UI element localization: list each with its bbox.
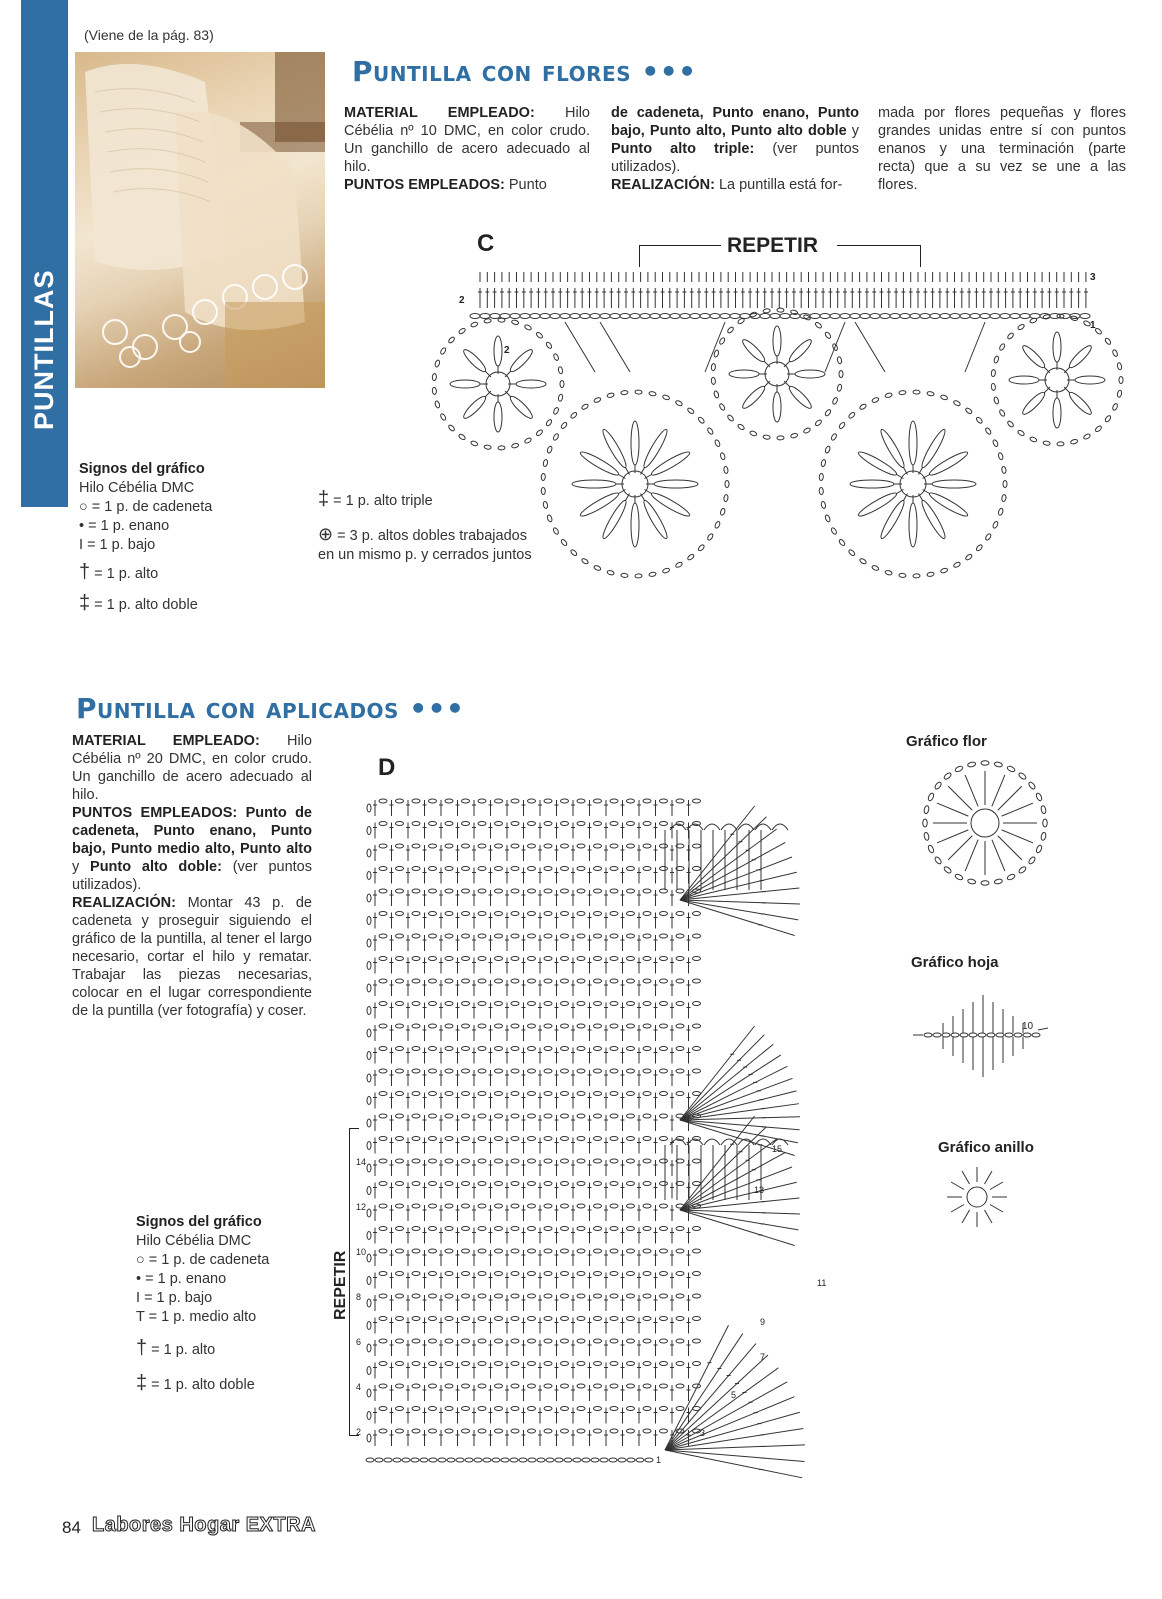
row-number: 5 xyxy=(731,1390,736,1400)
chain-symbol-icon: ○ xyxy=(79,499,88,515)
page-number: 84 xyxy=(62,1518,81,1538)
grafico-flor-title: Gráfico flor xyxy=(906,733,987,750)
row-number: 7 xyxy=(760,1352,765,1362)
legend-item: ○ = 1 p. de cadeneta xyxy=(79,498,319,517)
row-number: 12 xyxy=(356,1202,366,1212)
flores-column-1: MATERIAL EMPLEADO: Hilo Cébélia nº 10 DM… xyxy=(344,104,590,194)
legend-item: ‡ = 1 p. alto doble xyxy=(136,1374,336,1395)
grafico-anillo-title: Gráfico anillo xyxy=(938,1139,1034,1156)
row-number: 10 xyxy=(356,1247,366,1257)
legend-aplicados: Signos del gráfico Hilo Cébélia DMC ○ = … xyxy=(136,1213,336,1395)
row-number: 3 xyxy=(700,1428,705,1438)
row-number: 2 xyxy=(459,295,465,306)
slip-stitch-symbol-icon: • xyxy=(79,518,84,534)
row-number: 1 xyxy=(656,1455,661,1465)
legend-subtitle: Hilo Cébélia DMC xyxy=(79,479,319,498)
magazine-logo: Labores Hogar EXTRA xyxy=(92,1514,316,1537)
repeat-label-c: REPETIR xyxy=(727,234,818,258)
puntos-label: PUNTOS EMPLEADOS: xyxy=(344,177,505,193)
grafico-hoja-title: Gráfico hoja xyxy=(911,954,999,971)
legend-item: † = 1 p. alto xyxy=(79,563,319,584)
row-number: 3 xyxy=(1090,272,1096,283)
row-number: 9 xyxy=(760,1317,765,1327)
grafico-anillo-chart xyxy=(940,1160,1015,1235)
row-number: 11 xyxy=(817,1278,826,1288)
legend-flores-2: ‡ = 1 p. alto triple ⊕ = 3 p. altos dobl… xyxy=(318,462,540,565)
diagram-d-chart xyxy=(345,790,825,1480)
legend-title: Signos del gráfico xyxy=(79,460,319,479)
sidebar-label: PUNTILLAS xyxy=(21,230,68,470)
row-number: 1 xyxy=(1090,320,1096,331)
legend-item: † = 1 p. alto xyxy=(136,1339,336,1360)
diagram-c-label: C xyxy=(477,230,494,258)
section-title-flores: Puntilla con flores ••• xyxy=(352,55,697,88)
legend-item: ‡ = 1 p. alto doble xyxy=(79,594,319,615)
aplicados-text: MATERIAL EMPLEADO: Hilo Cébélia nº 20 DM… xyxy=(72,732,312,1020)
row-number: 2 xyxy=(504,345,510,356)
half-double-symbol-icon: T xyxy=(136,1309,145,1325)
realizacion-label: REALIZACIÓN: xyxy=(611,177,715,193)
diagram-c-chart xyxy=(425,262,1125,632)
row-number: 4 xyxy=(356,1382,361,1392)
legend-item: I = 1 p. bajo xyxy=(136,1289,336,1308)
legend-item: ‡ = 1 p. alto triple xyxy=(318,490,540,511)
row-number: 6 xyxy=(356,1337,361,1347)
slip-stitch-symbol-icon: • xyxy=(136,1271,141,1287)
single-crochet-symbol-icon: I xyxy=(136,1290,140,1306)
row-number: 2 xyxy=(356,1427,361,1437)
legend-item: • = 1 p. enano xyxy=(79,517,319,536)
legend-item: I = 1 p. bajo xyxy=(79,536,319,555)
legend-item: • = 1 p. enano xyxy=(136,1270,336,1289)
flores-column-2: de cadeneta, Punto enano, Punto bajo, Pu… xyxy=(611,104,859,194)
treble-symbol-icon: ‡ xyxy=(136,1372,147,1394)
grafico-hoja-chart xyxy=(908,980,1058,1095)
row-number: 13 xyxy=(754,1185,764,1195)
row-number: 14 xyxy=(356,1157,366,1167)
section-title-aplicados: Puntilla con aplicados ••• xyxy=(76,692,464,725)
flores-column-3: mada por flores pequeñas y flores grande… xyxy=(878,104,1126,194)
treble-symbol-icon: ‡ xyxy=(79,592,90,614)
triple-treble-symbol-icon: ‡ xyxy=(318,488,329,510)
legend-item: ○ = 1 p. de cadeneta xyxy=(136,1251,336,1270)
legend-item: T = 1 p. medio alto xyxy=(136,1308,336,1327)
diagram-d-label: D xyxy=(378,754,395,782)
double-crochet-symbol-icon: † xyxy=(79,561,90,583)
hoja-row-number: 10 xyxy=(1022,1021,1033,1032)
legend-item: ⊕ = 3 p. altos dobles trabajados en un m… xyxy=(318,525,540,565)
legend-flores: Signos del gráfico Hilo Cébélia DMC ○ = … xyxy=(79,460,319,615)
cluster-symbol-icon: ⊕ xyxy=(318,524,333,544)
single-crochet-symbol-icon: I xyxy=(79,537,83,553)
chain-symbol-icon: ○ xyxy=(136,1252,145,1268)
material-label: MATERIAL EMPLEADO: xyxy=(344,105,535,121)
row-number: 8 xyxy=(356,1292,361,1302)
double-crochet-symbol-icon: † xyxy=(136,1337,147,1359)
continued-from-note: (Viene de la pág. 83) xyxy=(84,27,214,43)
grafico-flor-chart xyxy=(910,758,1060,898)
towel-photo xyxy=(75,52,325,388)
row-number: 15 xyxy=(772,1144,782,1154)
